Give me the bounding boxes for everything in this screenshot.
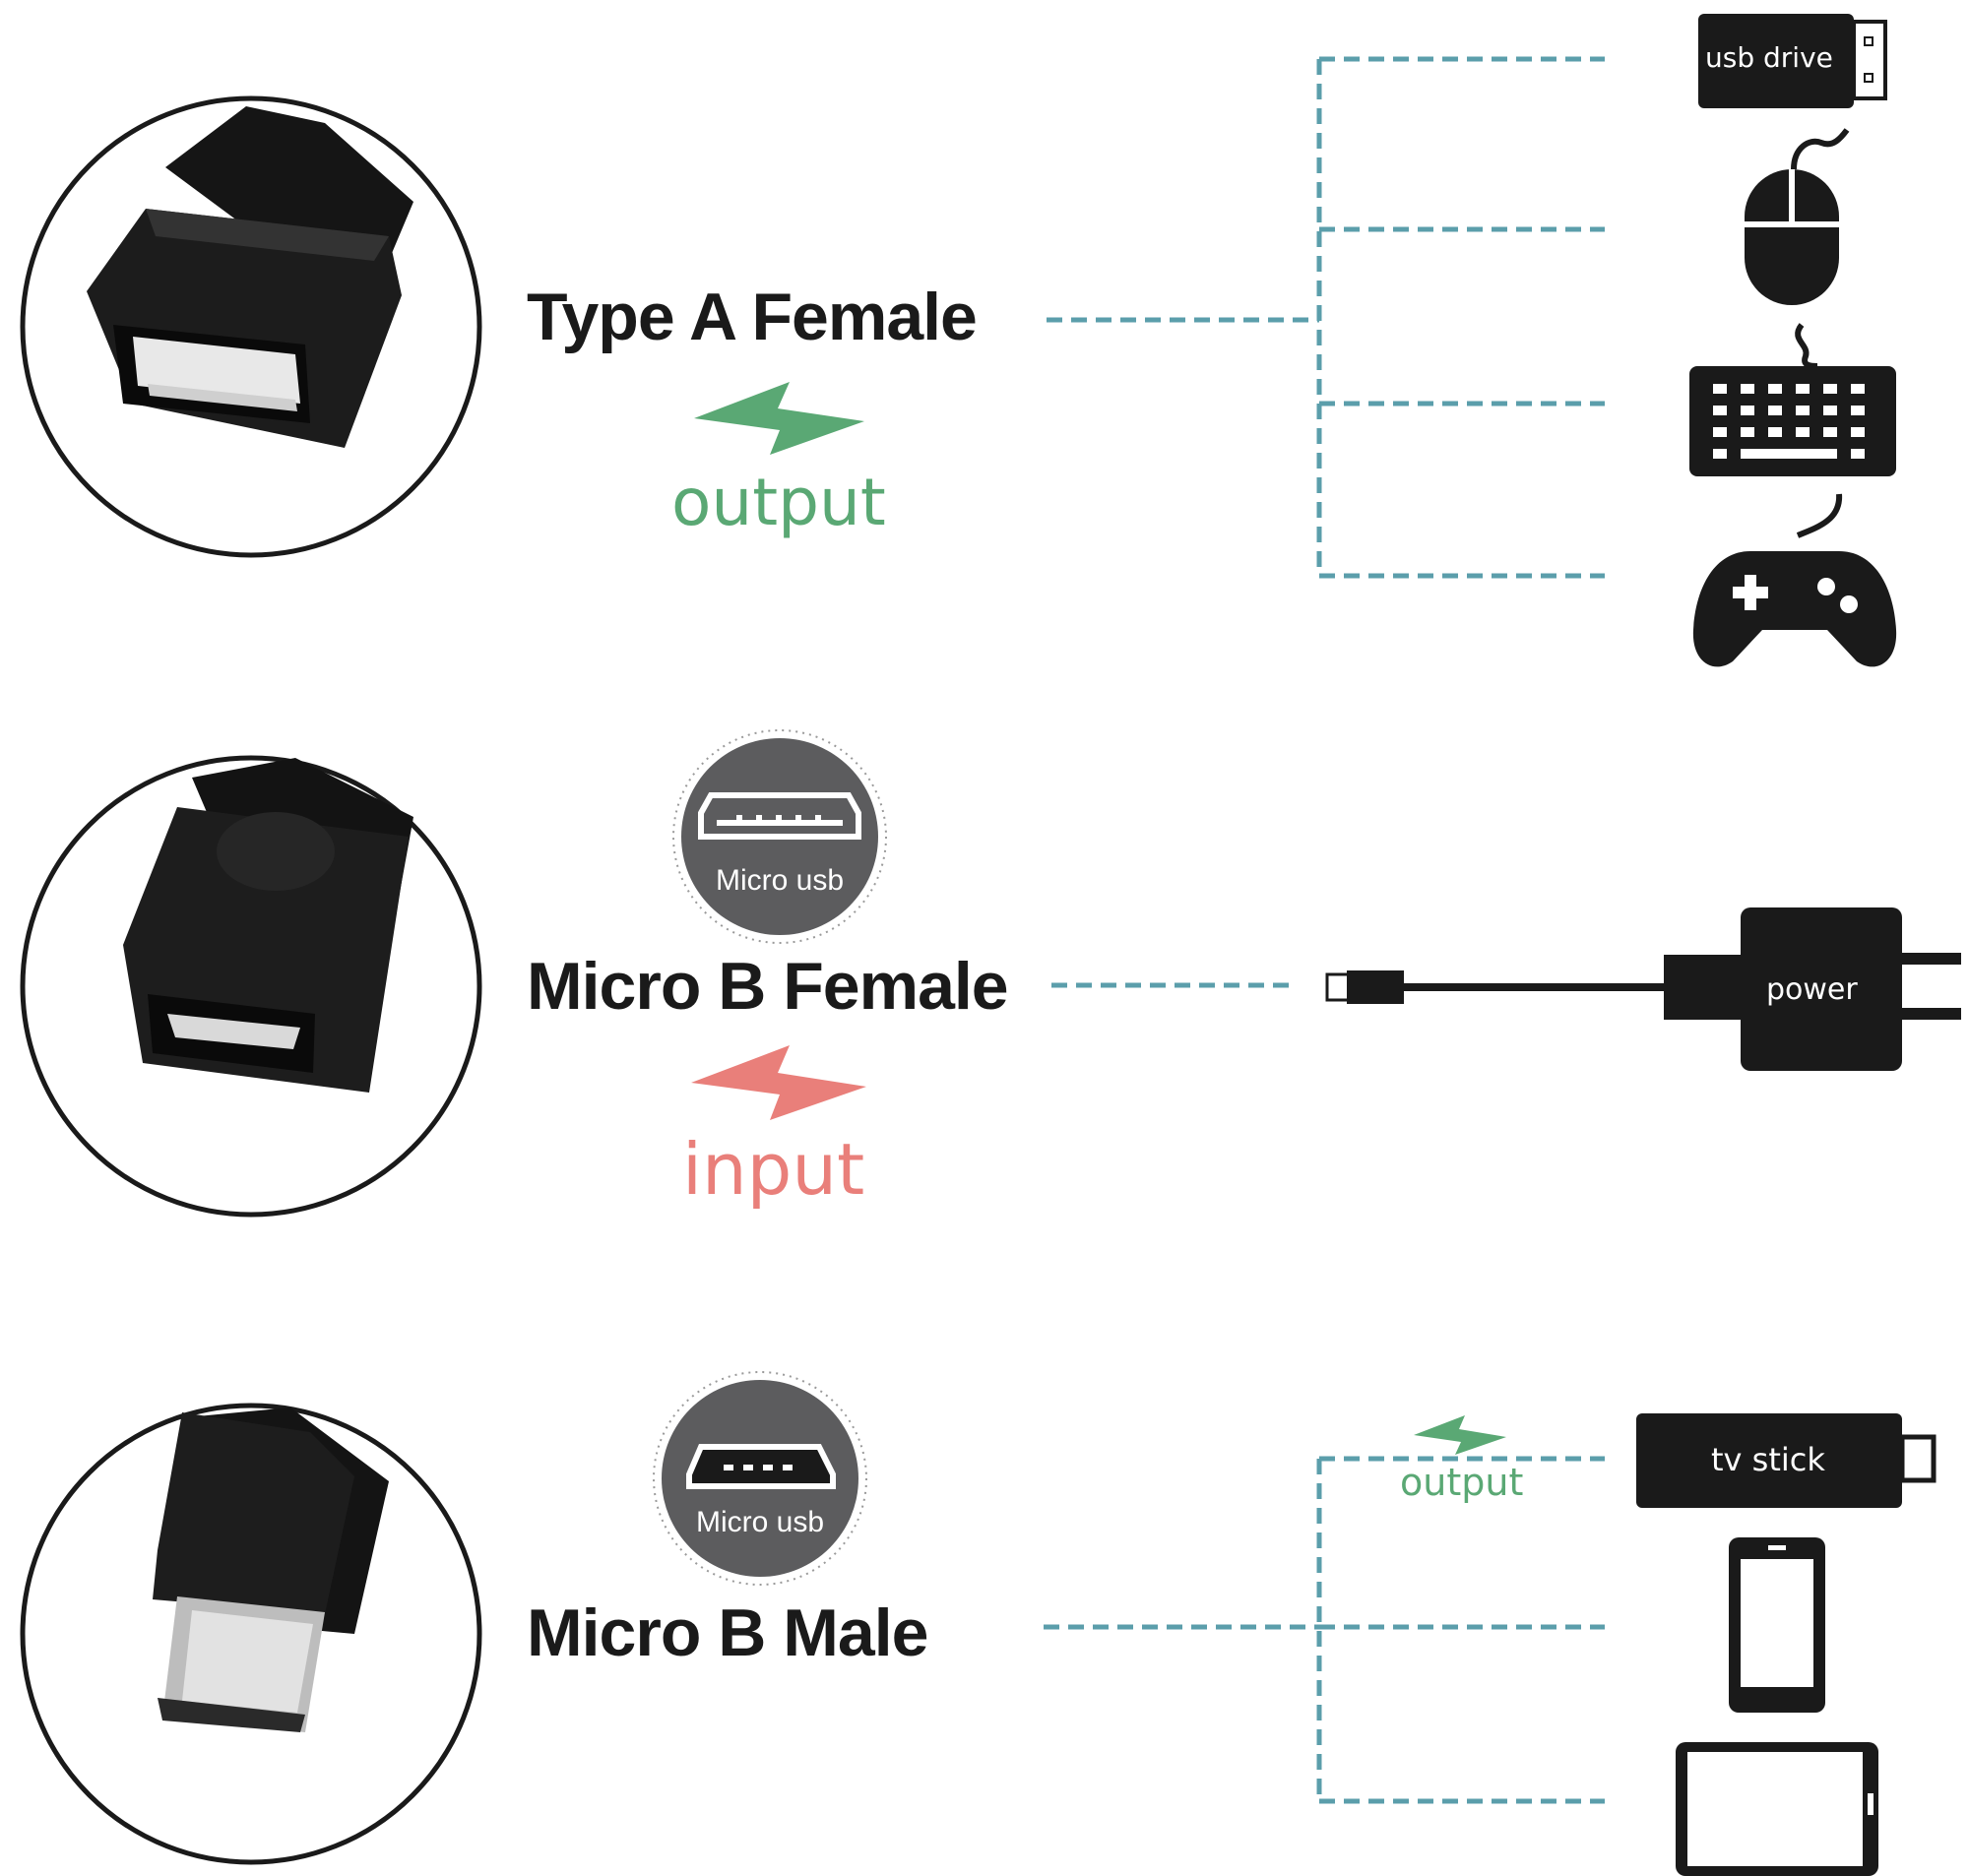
micro-usb-male-badge xyxy=(653,1371,867,1586)
dashed-connectors xyxy=(1044,56,1605,1804)
input-bolt-icon xyxy=(691,1045,866,1120)
type-a-output-label: output xyxy=(671,465,886,540)
gamepad-icon xyxy=(1692,493,1897,667)
type-a-female-label: Type A Female xyxy=(527,280,978,354)
micro-b-male-photo xyxy=(20,1403,482,1865)
tv-stick-output-label: output xyxy=(1400,1461,1524,1504)
tv-stick-icon xyxy=(1636,1413,1937,1508)
micro-b-male-label: Micro B Male xyxy=(527,1595,928,1670)
usb-drive-label: usb drive xyxy=(1705,41,1833,74)
type-a-female-photo xyxy=(20,95,482,558)
phone-icon xyxy=(1729,1537,1825,1713)
micro-usb-male-badge-label: Micro usb xyxy=(695,1506,825,1538)
micro-usb-female-badge-label: Micro usb xyxy=(715,864,845,897)
tv-stick-label: tv stick xyxy=(1711,1441,1825,1478)
micro-usb-female-badge xyxy=(672,729,887,944)
micro-b-female-photo xyxy=(20,755,482,1218)
micro-b-female-label: Micro B Female xyxy=(527,949,1009,1024)
power-label: power xyxy=(1766,972,1858,1007)
keyboard-icon xyxy=(1689,323,1896,476)
charger-icon xyxy=(1325,907,1961,1071)
mouse-icon xyxy=(1745,128,1850,305)
output-bolt-icon xyxy=(694,382,864,455)
tablet-icon xyxy=(1676,1742,1878,1876)
micro-b-input-label: input xyxy=(682,1128,865,1211)
usb-drive-icon xyxy=(1698,14,1887,108)
tv-stick-output-bolt-icon xyxy=(1414,1415,1506,1455)
